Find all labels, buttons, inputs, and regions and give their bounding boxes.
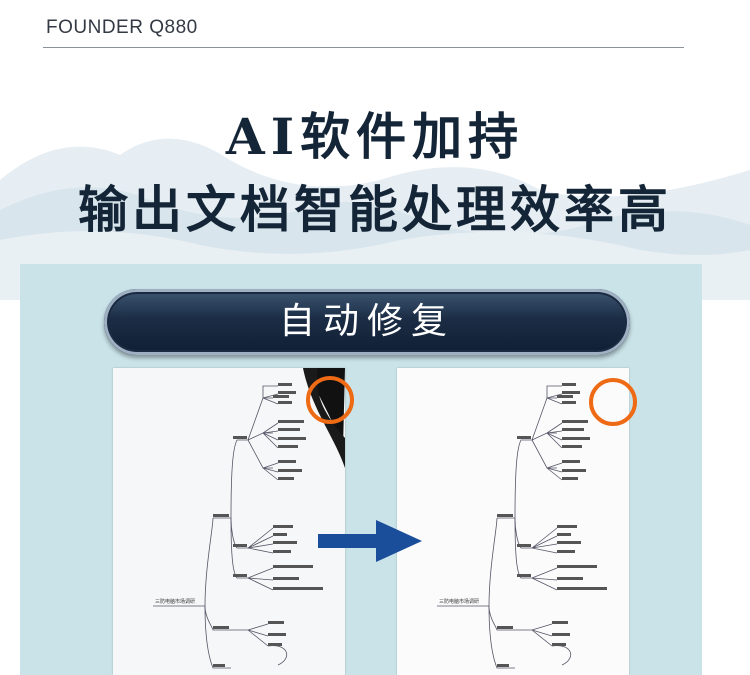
- headline-line-2: 输出文档智能处理效率高: [78, 180, 672, 239]
- circle-highlight-icon: [589, 378, 637, 426]
- mindmap-root-label: 三防电脑市场调研: [155, 598, 195, 605]
- mindmap-after: 三防电脑市场调研: [437, 383, 607, 669]
- brand-name: FOUNDER Q880: [46, 17, 198, 38]
- header-divider: [43, 47, 684, 48]
- mindmap-root-label: 三防电脑市场调研: [439, 598, 479, 605]
- circle-highlight-icon: [306, 376, 354, 424]
- right-arrow-icon: [318, 520, 422, 562]
- headline-line-1: AI软件加持: [225, 107, 525, 166]
- feature-title-banner: 自动修复: [104, 289, 630, 355]
- document-after: 三防电脑市场调研: [397, 368, 629, 675]
